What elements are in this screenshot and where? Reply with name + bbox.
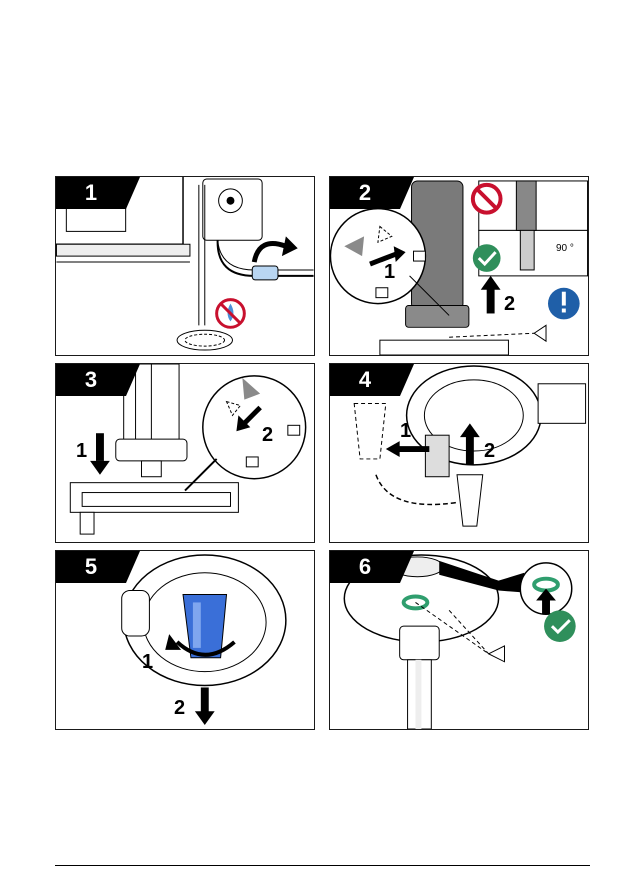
unlock-icon [414, 251, 426, 261]
footer-rule [55, 865, 590, 866]
step-panel-2: 2 [329, 176, 589, 356]
exclamation-icon [548, 288, 580, 320]
checkmark-icon [473, 244, 501, 272]
callout-2: 2 [484, 440, 495, 463]
step-panel-4: 4 1 2 [329, 363, 589, 543]
angle-label: 90 ° [556, 243, 574, 254]
step-number-5: 5 [56, 551, 126, 583]
step-panel-1: 1 [55, 176, 315, 356]
prohibited-sign-icon [473, 185, 501, 213]
callout-2: 2 [174, 697, 185, 720]
step-number-3: 3 [56, 364, 126, 396]
lock-icon [246, 457, 258, 467]
step-panel-6: 6 [329, 550, 589, 730]
callout-1: 1 [384, 261, 395, 284]
step-panel-5: 5 1 2 [55, 550, 315, 730]
callout-1: 1 [142, 651, 153, 674]
prohibited-sign-icon [217, 300, 245, 328]
rotate-arrow-icon [254, 243, 286, 262]
callout-1: 1 [76, 440, 87, 463]
step-number-1: 1 [56, 177, 126, 209]
checkmark-icon [544, 610, 576, 642]
step-number-4: 4 [330, 364, 400, 396]
callout-2: 2 [504, 293, 515, 316]
step-number-6: 6 [330, 551, 400, 583]
step-panel-3: 3 1 2 [55, 363, 315, 543]
lock-icon [376, 288, 388, 298]
callout-2: 2 [262, 424, 273, 447]
unlock-icon [288, 425, 300, 435]
step-number-2: 2 [330, 177, 400, 209]
callout-1: 1 [400, 420, 411, 443]
